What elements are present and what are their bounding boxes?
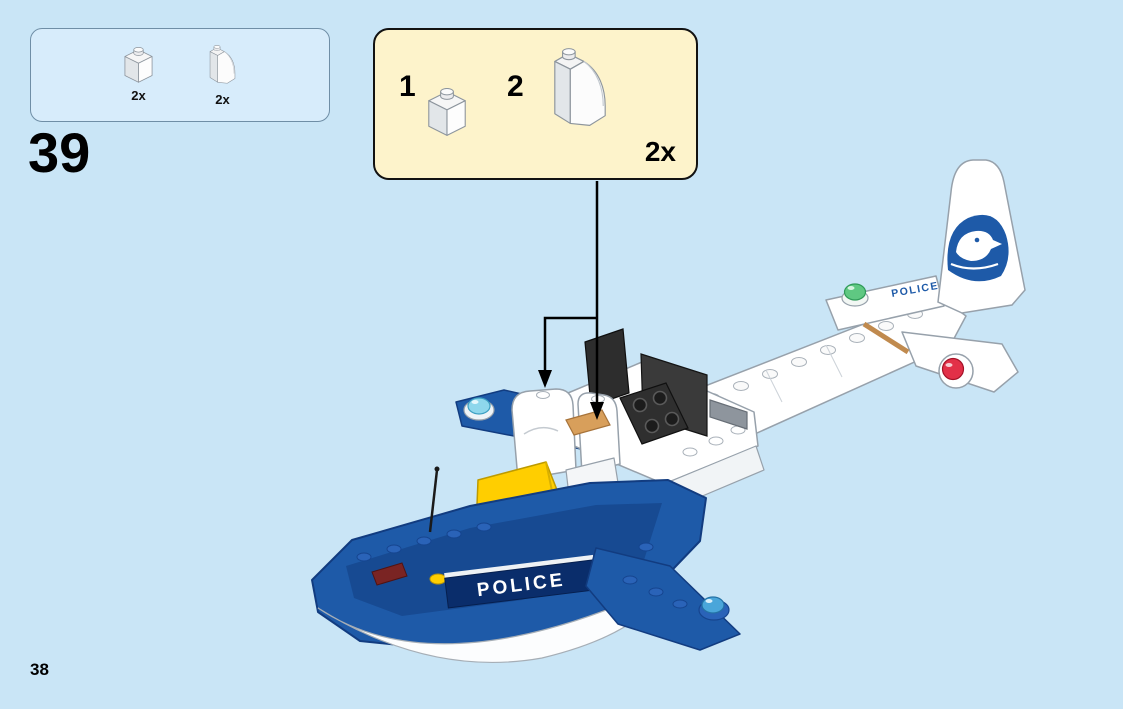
left-wing-cyan-beacon [467, 397, 491, 415]
tail-fin: POLICE [890, 159, 1026, 314]
inventory-count: 2x [215, 92, 230, 107]
brick-1x1-icon [428, 88, 466, 136]
eagle-logo [947, 214, 1009, 282]
part-index-2: 2 [507, 70, 524, 103]
right-wing-blue-beacon [701, 596, 725, 614]
tan-axle [862, 321, 910, 355]
parts-inventory-box: 2x 2x [30, 28, 330, 122]
assembly-arrows [538, 181, 604, 420]
brick-1x1-icon [124, 47, 153, 83]
right-wing [585, 547, 741, 651]
police-banner: POLICE [444, 554, 598, 609]
arrow-head [538, 370, 552, 388]
dark-red-plate [371, 562, 408, 586]
arrow-head [590, 402, 604, 420]
tail-red-beacon [941, 357, 965, 381]
cockpit-arches [511, 388, 621, 481]
step-number: 39 [28, 121, 91, 184]
new-parts-callout: 1 2 2x [373, 28, 698, 180]
curved-slope-brick-icon [554, 48, 606, 126]
inventory-item: 2x [122, 47, 155, 103]
tan-plate [565, 409, 611, 436]
gray-tile [709, 399, 748, 430]
tail-green-beacon [841, 283, 869, 307]
part-index-1: 1 [399, 70, 416, 103]
yellow-control [429, 573, 447, 585]
antenna [428, 469, 439, 533]
inventory-item: 2x [207, 43, 238, 107]
page-number: 38 [30, 660, 49, 679]
callout-part-count: 2x [644, 136, 676, 167]
inventory-count: 2x [131, 88, 146, 103]
curved-slope-brick-icon [209, 45, 236, 84]
